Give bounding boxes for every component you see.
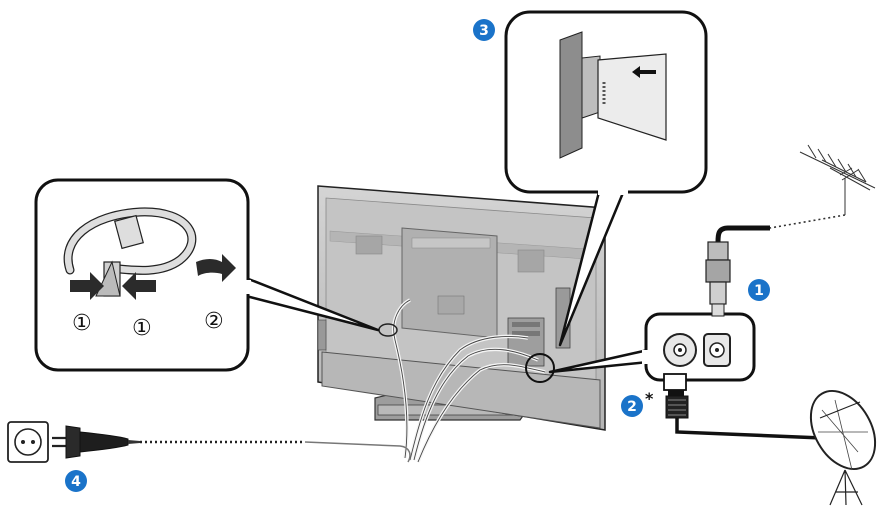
power-plug-icon [52, 425, 140, 459]
tv-rear [317, 185, 606, 463]
badge-1: 1 [748, 279, 770, 301]
coax-plug-icon [705, 241, 731, 317]
ci-card-callout [504, 10, 708, 347]
badge-2: 2 * [621, 389, 654, 417]
step-2-label: ② [204, 309, 224, 334]
satellite-cable [675, 418, 823, 440]
antenna-icon [799, 144, 876, 215]
step-1b-label: ① [132, 316, 152, 341]
antenna-cable [715, 225, 770, 243]
ci-card-icon [559, 31, 667, 159]
antenna-lead [769, 214, 846, 229]
power-cord [304, 441, 411, 463]
power-socket-icon [7, 421, 49, 463]
step-1a-label: ① [72, 311, 92, 336]
badge-1-number: 1 [754, 283, 764, 299]
cable-clamp-icon [63, 207, 197, 297]
satellite-plug-icon [663, 373, 689, 419]
satellite-dish-icon [809, 390, 877, 506]
badge-4: 4 [65, 470, 87, 492]
asterisk-note: * [645, 389, 654, 408]
badge-2-number: 2 [627, 399, 637, 415]
badge-3-number: 3 [479, 23, 489, 39]
clamp-callout: ① ① ② [34, 178, 380, 372]
socket-callout [548, 312, 756, 382]
badge-4-number: 4 [71, 474, 81, 490]
badge-3: 3 [473, 19, 495, 41]
push-arrows [70, 254, 236, 300]
